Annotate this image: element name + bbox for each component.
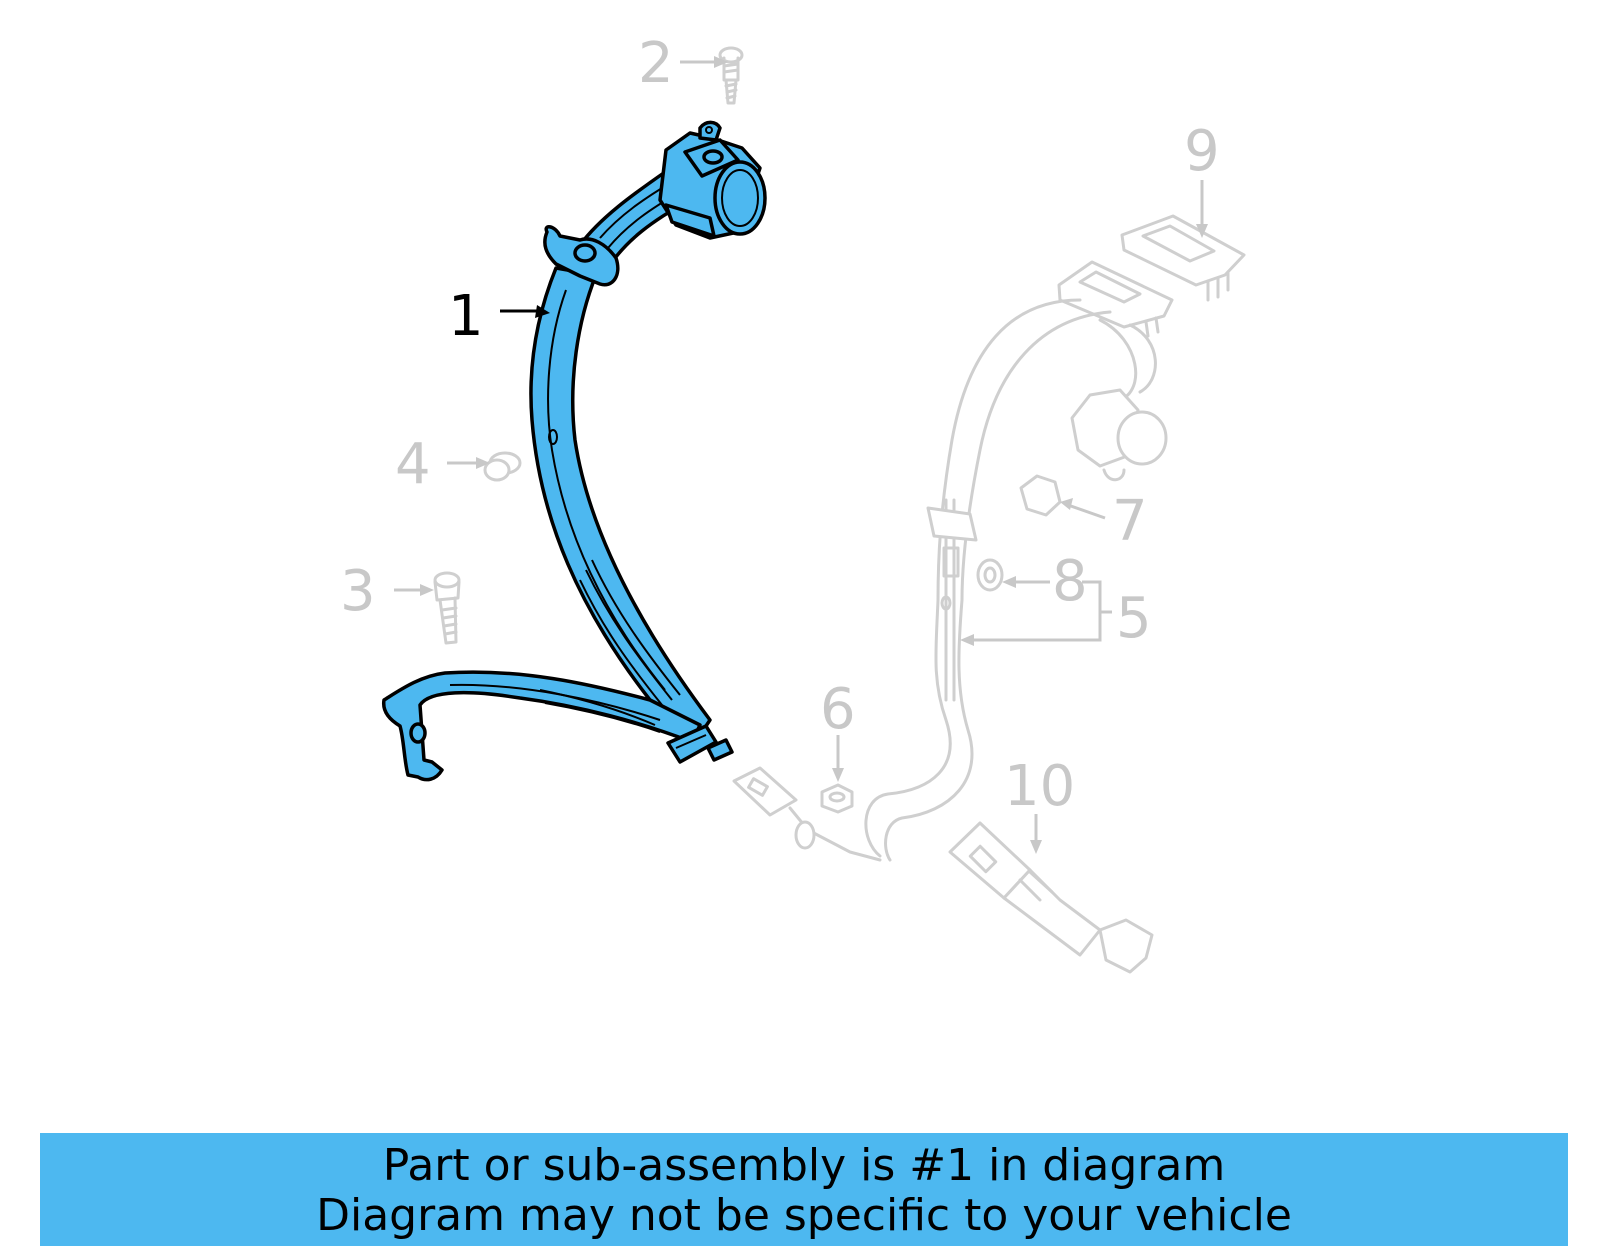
part-6-nut	[820, 783, 854, 814]
callout-labels: 1 2 3 4 5 6 7 8 9 10	[340, 31, 1220, 819]
part-8-grommet	[976, 558, 1004, 592]
part-1-leader	[500, 305, 550, 318]
part-10-buckle	[948, 821, 1154, 974]
info-banner: Part or sub-assembly is #1 in diagram Di…	[40, 1133, 1568, 1246]
banner-line-1: Part or sub-assembly is #1 in diagram	[382, 1140, 1226, 1191]
callout-4[interactable]: 4	[395, 432, 431, 497]
part-1-seat-belt[interactable]	[381, 120, 767, 782]
ghost-parts	[394, 46, 1246, 974]
part-2-screw	[718, 46, 744, 105]
callout-9[interactable]: 9	[1184, 119, 1220, 184]
callout-8[interactable]: 8	[1052, 549, 1088, 614]
part-5-belt-assembly	[732, 260, 1174, 862]
banner-line-2: Diagram may not be specific to your vehi…	[316, 1190, 1292, 1241]
part-7-cap	[1019, 474, 1062, 517]
callout-3[interactable]: 3	[340, 559, 376, 624]
ghost-leaders	[394, 56, 1208, 854]
callout-7[interactable]: 7	[1112, 489, 1148, 554]
callout-5[interactable]: 5	[1116, 586, 1152, 651]
callout-2[interactable]: 2	[638, 31, 674, 96]
callout-6[interactable]: 6	[820, 677, 856, 742]
part-3-bolt	[433, 571, 461, 645]
part-9-bezel	[1120, 214, 1246, 302]
callout-1[interactable]: 1	[448, 284, 484, 349]
part-4-clip	[483, 451, 522, 482]
callout-10[interactable]: 10	[1004, 754, 1075, 819]
